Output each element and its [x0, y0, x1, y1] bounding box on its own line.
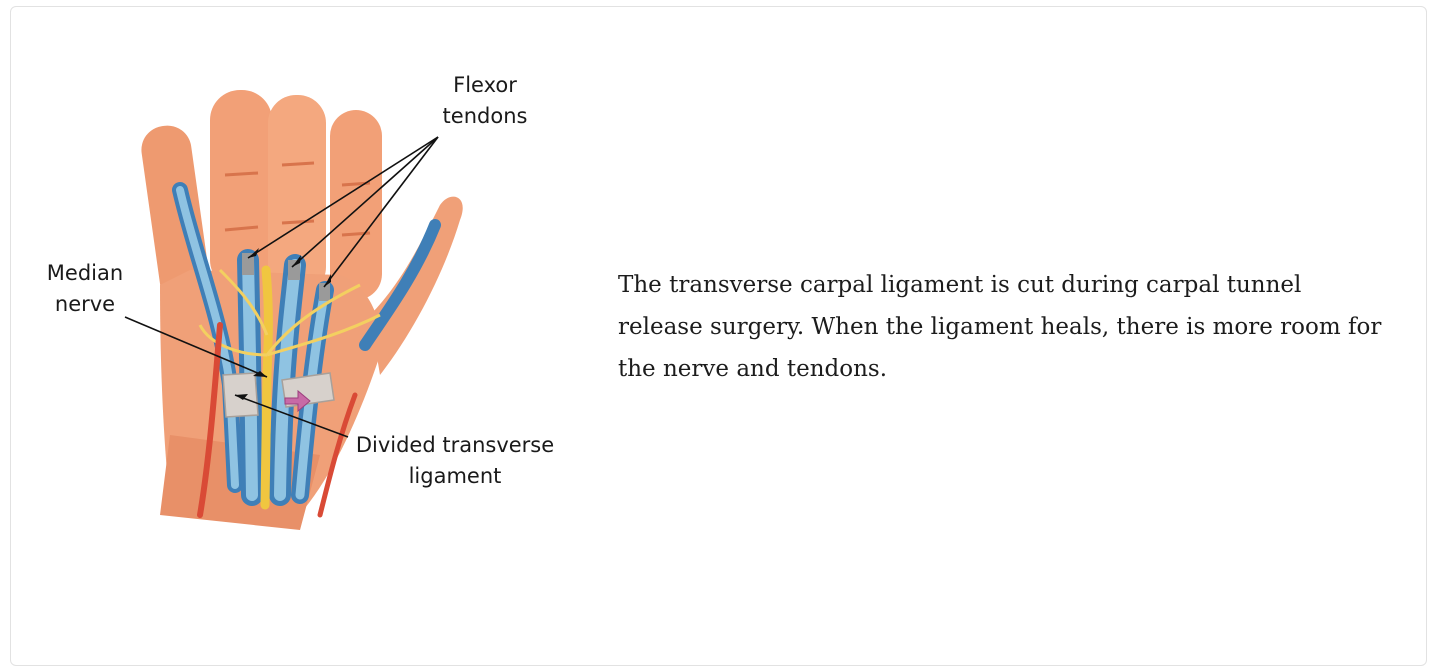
ring-finger [330, 110, 382, 300]
label-median-line1: Median [25, 258, 145, 289]
thumb [370, 197, 463, 375]
nerve-trunk [265, 270, 268, 505]
label-median-line2: nerve [25, 289, 145, 320]
label-flexor-line1: Flexor [425, 70, 545, 101]
hand-anatomy-figure: Flexor tendons Median nerve Divided tran… [30, 55, 590, 545]
figure-caption: The transverse carpal ligament is cut du… [618, 264, 1388, 390]
label-flexor-line2: tendons [425, 101, 545, 132]
label-ligament-line2: ligament [335, 461, 575, 492]
label-ligament-line1: Divided transverse [335, 430, 575, 461]
